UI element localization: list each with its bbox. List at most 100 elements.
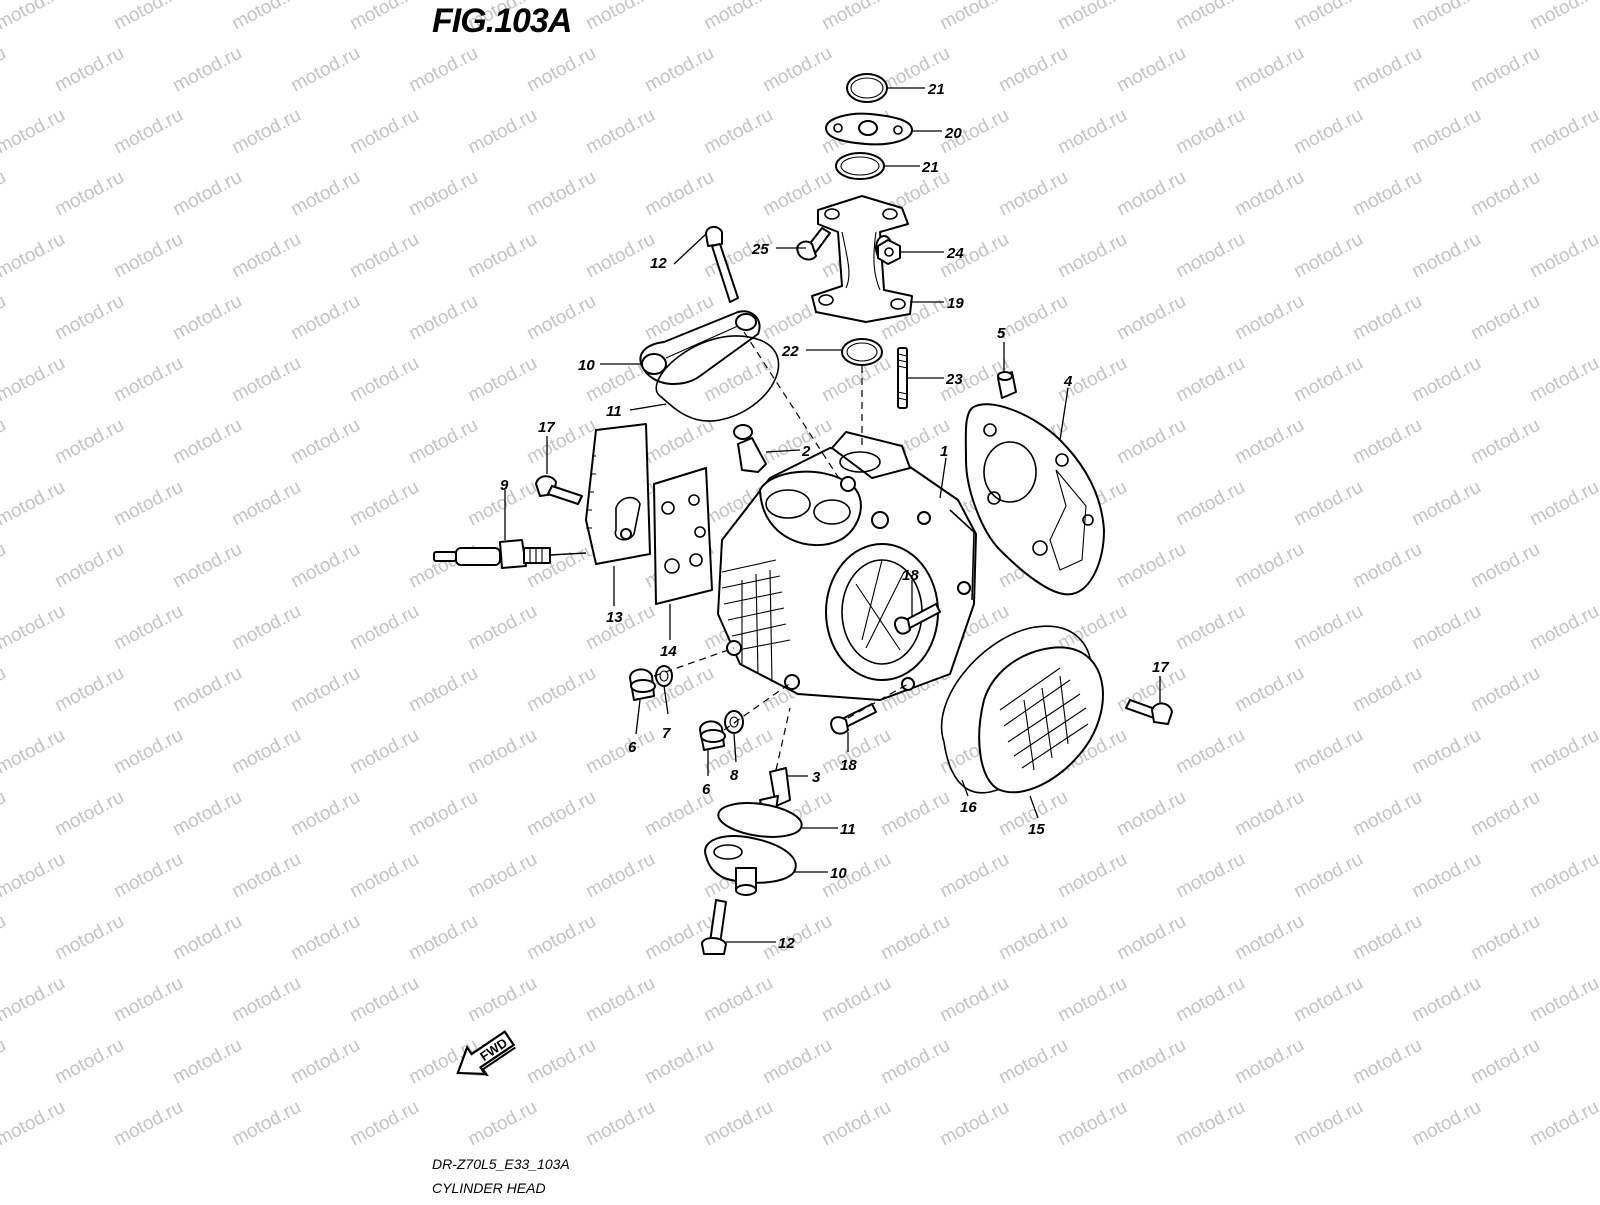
watermark-text: motod.ru bbox=[51, 291, 127, 345]
callout-5: 5 bbox=[997, 325, 1006, 342]
watermark-text: motod.ru bbox=[346, 725, 422, 779]
watermark-text: motod.ru bbox=[51, 43, 127, 97]
assembly-lines bbox=[653, 331, 909, 771]
watermark-text: motod.ru bbox=[1467, 415, 1543, 469]
watermark-text: motod.ru bbox=[1231, 911, 1307, 965]
callout-21-top: 21 bbox=[927, 81, 945, 98]
watermark-text: motod.ru bbox=[936, 0, 1012, 34]
watermark-text: motod.ru bbox=[346, 229, 422, 283]
watermark-text: motod.ru bbox=[110, 601, 186, 655]
callout-labels: 21 20 21 25 24 12 19 5 10 22 23 4 11 17 … bbox=[500, 81, 1169, 952]
watermark-text: motod.ru bbox=[346, 105, 422, 159]
watermark-text: motod.ru bbox=[0, 539, 10, 593]
watermark-text: motod.ru bbox=[1408, 1097, 1484, 1151]
watermark-text: motod.ru bbox=[346, 477, 422, 531]
part-12-bolt-top bbox=[705, 226, 739, 303]
figure-code: DR-Z70L5_E33_103A bbox=[432, 1156, 570, 1172]
watermark-text: motod.ru bbox=[51, 539, 127, 593]
callout-25: 25 bbox=[751, 241, 769, 258]
watermark-text: motod.ru bbox=[1113, 43, 1189, 97]
watermark-text: motod.ru bbox=[1172, 1097, 1248, 1151]
watermark-text: motod.ru bbox=[1349, 1035, 1425, 1089]
part-10-cam-cover-top bbox=[639, 310, 761, 386]
watermark-text: motod.ru bbox=[700, 1097, 776, 1151]
watermark-text: motod.ru bbox=[641, 911, 717, 965]
watermark-text: motod.ru bbox=[1172, 477, 1248, 531]
callout-2: 2 bbox=[801, 443, 811, 460]
watermark-text: motod.ru bbox=[228, 725, 304, 779]
watermark-text: motod.ru bbox=[1349, 787, 1425, 841]
watermark-text: motod.ru bbox=[228, 0, 304, 34]
watermark-text: motod.ru bbox=[464, 229, 540, 283]
watermark-text: motod.ru bbox=[1349, 663, 1425, 717]
part-1-cylinder-head bbox=[717, 431, 977, 701]
watermark-text: motod.ru bbox=[1172, 353, 1248, 407]
watermark-text: motod.ru bbox=[346, 1097, 422, 1151]
watermark-text: motod.ru bbox=[1526, 725, 1600, 779]
watermark-text: motod.ru bbox=[1054, 229, 1130, 283]
watermark-text: motod.ru bbox=[1526, 105, 1600, 159]
watermark-text: motod.ru bbox=[169, 787, 245, 841]
watermark-text: motod.ru bbox=[169, 911, 245, 965]
watermark-text: motod.ru bbox=[110, 973, 186, 1027]
watermark-text: motod.ru bbox=[110, 229, 186, 283]
watermark-text: motod.ru bbox=[523, 539, 599, 593]
watermark-text: motod.ru bbox=[0, 0, 69, 34]
watermark-text: motod.ru bbox=[1349, 911, 1425, 965]
watermark-text: motod.ru bbox=[818, 1097, 894, 1151]
watermark-text: motod.ru bbox=[1526, 1097, 1600, 1151]
watermark-text: motod.ru bbox=[1054, 1097, 1130, 1151]
watermark-text: motod.ru bbox=[1349, 167, 1425, 221]
watermark-text: motod.ru bbox=[1349, 539, 1425, 593]
part-17-bolt-left bbox=[535, 475, 583, 505]
watermark-text: motod.ru bbox=[582, 0, 658, 34]
watermark-text: motod.ru bbox=[287, 291, 363, 345]
watermark-text: motod.ru bbox=[1290, 353, 1366, 407]
callout-13: 13 bbox=[606, 609, 623, 626]
part-9-spark-plug bbox=[433, 539, 587, 569]
watermark-text: motod.ru bbox=[995, 1035, 1071, 1089]
callout-20: 20 bbox=[944, 125, 962, 142]
watermark-text: motod.ru bbox=[1526, 229, 1600, 283]
part-11-oring-bottom bbox=[717, 802, 803, 838]
watermark-text: motod.ru bbox=[1113, 787, 1189, 841]
watermark-text: motod.ru bbox=[1290, 0, 1366, 34]
watermark-text: motod.ru bbox=[228, 1097, 304, 1151]
callout-19: 19 bbox=[947, 295, 964, 312]
callout-23: 23 bbox=[945, 371, 963, 388]
part-18-bolt-upper bbox=[894, 603, 941, 635]
watermark-text: motod.ru bbox=[405, 291, 481, 345]
watermark-text: motod.ru bbox=[1231, 663, 1307, 717]
part-25-bolt bbox=[796, 227, 831, 261]
watermark-text: motod.ru bbox=[110, 1097, 186, 1151]
watermark-text: motod.ru bbox=[1526, 477, 1600, 531]
part-4-gasket bbox=[964, 403, 1105, 596]
callout-16: 16 bbox=[960, 799, 977, 816]
watermark-text: motod.ru bbox=[1231, 43, 1307, 97]
watermark-text: motod.ru bbox=[0, 43, 10, 97]
watermark-text: motod.ru bbox=[51, 415, 127, 469]
callout-11-bottom: 11 bbox=[840, 821, 856, 838]
part-6-plug-lower bbox=[699, 720, 726, 751]
watermark-text: motod.ru bbox=[1408, 601, 1484, 655]
watermark-text: motod.ru bbox=[0, 353, 69, 407]
part-17-bolt-right bbox=[1125, 699, 1173, 725]
watermark-text: motod.ru bbox=[995, 43, 1071, 97]
watermark-text: motod.ru bbox=[464, 849, 540, 903]
watermark-text: motod.ru bbox=[287, 1035, 363, 1089]
watermark-text: motod.ru bbox=[0, 105, 69, 159]
watermark-text: motod.ru bbox=[0, 229, 69, 283]
watermark-text: motod.ru bbox=[1290, 229, 1366, 283]
part-6-plug-upper bbox=[629, 668, 656, 701]
callout-6-upper: 6 bbox=[628, 739, 637, 756]
watermark-text: motod.ru bbox=[0, 973, 69, 1027]
watermark-text: motod.ru bbox=[464, 601, 540, 655]
watermark-text: motod.ru bbox=[1349, 415, 1425, 469]
watermark-text: motod.ru bbox=[995, 291, 1071, 345]
part-2-adjuster bbox=[733, 424, 767, 473]
watermark-text: motod.ru bbox=[51, 911, 127, 965]
watermark-text: motod.ru bbox=[346, 973, 422, 1027]
watermark-text: motod.ru bbox=[1408, 229, 1484, 283]
watermark-text: motod.ru bbox=[464, 353, 540, 407]
watermark-text: motod.ru bbox=[0, 1035, 10, 1089]
